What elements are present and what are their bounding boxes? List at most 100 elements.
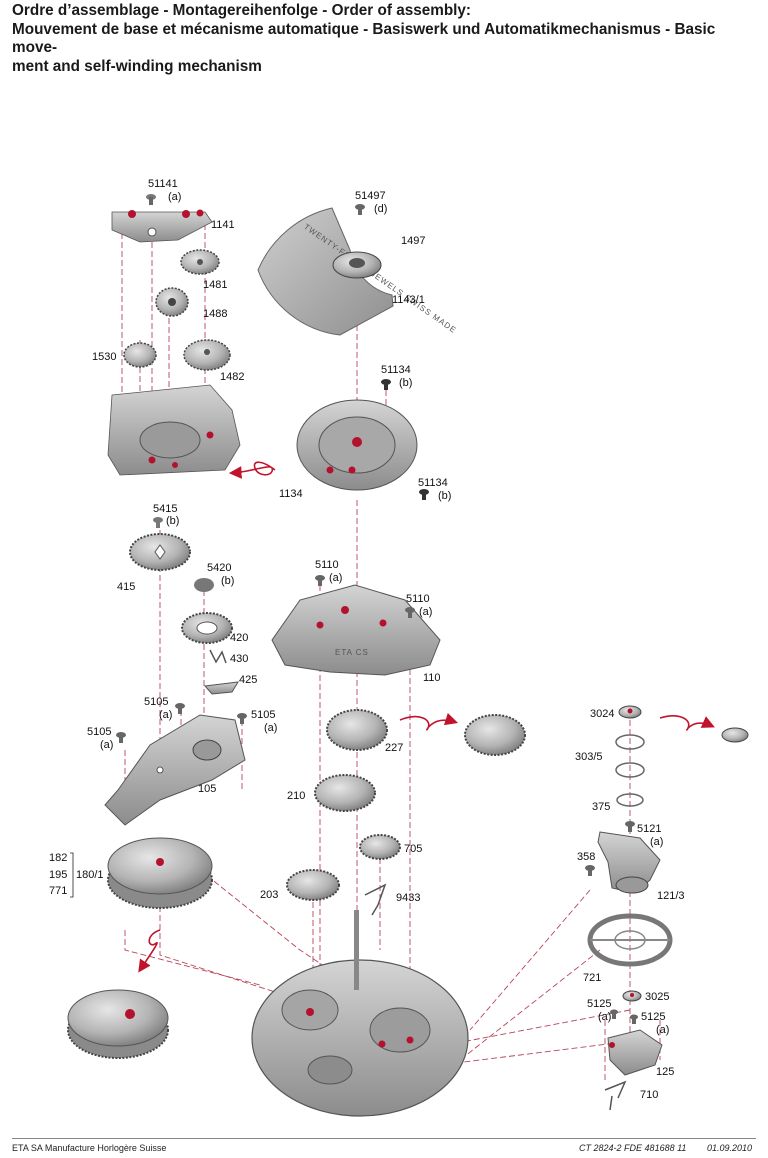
click-425 <box>204 681 239 695</box>
part-375 <box>616 793 644 807</box>
label-358: 358 <box>577 851 595 863</box>
label-710: 710 <box>640 1089 658 1101</box>
label-5125-right-a: (a) <box>656 1024 669 1036</box>
automatic-device-frame <box>107 384 241 476</box>
screw-358 <box>585 865 595 876</box>
label-420: 420 <box>230 632 248 644</box>
label-5105-left-a: (a) <box>100 739 113 751</box>
label-105: 105 <box>198 783 216 795</box>
label-1134: 1134 <box>279 488 303 500</box>
label-415: 415 <box>117 581 135 593</box>
label-5420: 5420 <box>207 562 231 574</box>
balance-cock-121-3 <box>597 831 661 894</box>
label-51134-bottom: 51134 <box>418 477 448 489</box>
label-5105-right-a: (a) <box>264 722 277 734</box>
label-1530: 1530 <box>92 351 116 363</box>
main-plate <box>251 910 469 1117</box>
label-3024: 3024 <box>590 708 614 720</box>
footer-rule <box>12 1138 756 1139</box>
label-5415-b: (b) <box>166 515 179 527</box>
label-1143-1: 1143/1 <box>392 294 425 306</box>
screw-51134-bottom <box>419 489 429 500</box>
spring-430 <box>209 649 227 664</box>
label-180-1: 180/1 <box>76 869 104 881</box>
barrel-label-bracket <box>70 852 74 898</box>
screw-5121 <box>625 821 635 832</box>
reverser-bridge-1141 <box>111 209 213 243</box>
label-5415: 5415 <box>153 503 177 515</box>
label-1497: 1497 <box>401 235 425 247</box>
label-9433: 9433 <box>396 892 420 904</box>
label-721: 721 <box>583 972 601 984</box>
reverser-wheel-1488 <box>155 287 189 317</box>
turn-over-arrow-3024 <box>659 715 715 731</box>
escape-wheel-705 <box>359 834 401 860</box>
label-5125-left: 5125 <box>587 998 611 1010</box>
part-9433 <box>364 883 387 916</box>
cap-jewel-3024 <box>618 705 642 719</box>
label-51134-top-b: (b) <box>399 377 412 389</box>
turn-over-arrow-1 <box>228 461 276 479</box>
label-182: 182 <box>49 852 67 864</box>
turn-over-arrow-227 <box>399 712 459 731</box>
screw-5105-mid <box>175 703 185 714</box>
screw-5105-right <box>237 713 247 724</box>
cap-jewel-3025 <box>622 990 642 1002</box>
bridge-engraving: ETA CS <box>335 648 369 657</box>
part-labels: 51141 (a) 1141 1481 1488 1530 1482 51497… <box>49 178 685 1101</box>
title-line-1: Ordre d’assemblage - Montagereihenfolge … <box>12 2 472 19</box>
title-line-3: ment and self-winding mechanism <box>12 57 262 75</box>
barrel-bridge-105 <box>104 714 246 826</box>
screw-5110-left <box>315 575 325 586</box>
footer-date: 01.09.2010 <box>706 1143 752 1153</box>
balance-721 <box>587 913 673 967</box>
label-5105-left: 5105 <box>87 726 111 738</box>
wheel-1482 <box>183 339 231 371</box>
footer-ref-code: CT 2824-2 FDE 481688 11 <box>579 1143 687 1153</box>
page-header: Ordre d’assemblage - Montagereihenfolge … <box>12 2 760 76</box>
label-121-3: 121/3 <box>657 890 685 902</box>
label-5110-left: 5110 <box>315 559 339 571</box>
label-303-5: 303/5 <box>575 751 603 763</box>
label-51497-d: (d) <box>374 203 387 215</box>
crown-wheel-420 <box>181 612 233 644</box>
label-3025: 3025 <box>645 991 669 1003</box>
footer-company: ETA SA Manufacture Horlogère Suisse <box>12 1143 167 1153</box>
center-wheel-203 <box>286 869 340 901</box>
reverser-wheel-1481 <box>180 249 220 275</box>
screw-5125-left <box>610 1009 618 1019</box>
label-1482: 1482 <box>220 371 244 383</box>
label-51141-a: (a) <box>168 191 181 203</box>
label-705: 705 <box>404 843 422 855</box>
automatic-bridge-1134 <box>296 399 418 491</box>
barrel-flipped <box>67 989 169 1059</box>
label-5121-a: (a) <box>650 836 663 848</box>
train-bridge-110: ETA CS <box>271 584 441 676</box>
cap-jewel-3024-flipped <box>721 727 749 743</box>
turn-over-arrow-barrel <box>138 929 161 973</box>
label-1488: 1488 <box>203 308 227 320</box>
screw-51497 <box>355 204 365 215</box>
label-5420-b: (b) <box>221 575 234 587</box>
label-51497: 51497 <box>355 190 386 202</box>
screw-5110-right <box>405 607 415 618</box>
label-51141: 51141 <box>148 178 178 190</box>
label-125: 125 <box>656 1066 674 1078</box>
label-1481: 1481 <box>203 279 227 291</box>
label-5105-mid-a: (a) <box>159 709 172 721</box>
third-wheel-227-flipped <box>464 714 526 756</box>
label-203: 203 <box>260 889 278 901</box>
label-5121: 5121 <box>637 823 661 835</box>
label-425: 425 <box>239 674 257 686</box>
title-line-2: Mouvement de base et mécanisme automatiq… <box>12 20 716 57</box>
label-195: 195 <box>49 869 67 881</box>
label-5110-left-a: (a) <box>329 572 342 584</box>
shock-spring-303-5 <box>615 734 645 778</box>
label-110: 110 <box>423 672 441 684</box>
ratchet-wheel-415 <box>129 533 191 571</box>
screw-5415 <box>153 517 163 528</box>
third-wheel-227 <box>326 709 388 751</box>
label-5110-right: 5110 <box>406 593 430 605</box>
wheel-1530 <box>123 342 157 368</box>
